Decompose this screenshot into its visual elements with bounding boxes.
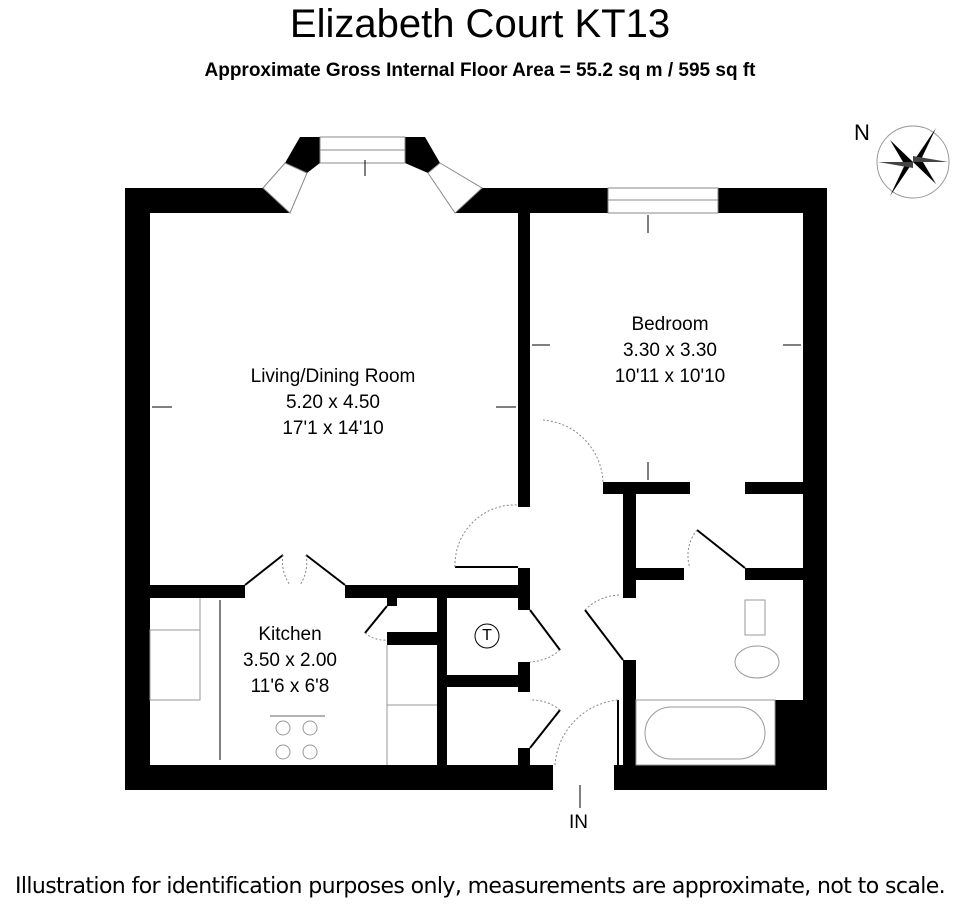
room-imperial: 17'1 x 14'10 bbox=[282, 418, 384, 439]
floor-area: Approximate Gross Internal Floor Area = … bbox=[204, 60, 756, 81]
door-swings bbox=[282, 419, 698, 766]
doors bbox=[244, 529, 746, 765]
compass-north-label: N bbox=[854, 120, 870, 145]
room-name: Living/Dining Room bbox=[250, 366, 416, 387]
dimension-arrows bbox=[152, 160, 801, 808]
fixtures bbox=[149, 598, 780, 766]
basin-icon bbox=[744, 599, 766, 636]
room-name: Kitchen bbox=[258, 624, 322, 645]
room-name: Bedroom bbox=[631, 314, 709, 335]
room-imperial: 10'11 x 10'10 bbox=[614, 366, 726, 387]
windows bbox=[262, 136, 719, 214]
room-living-dining: Living/Dining Room 5.20 x 4.50 17'1 x 14… bbox=[213, 364, 453, 442]
walls bbox=[125, 137, 827, 790]
room-metric: 3.30 x 3.30 bbox=[622, 340, 718, 361]
disclaimer: Illustration for identification purposes… bbox=[14, 874, 946, 899]
room-metric: 5.20 x 4.50 bbox=[285, 392, 381, 413]
room-bedroom: Bedroom 3.30 x 3.30 10'11 x 10'10 bbox=[570, 312, 770, 390]
plan-title: Elizabeth Court KT13 bbox=[289, 2, 671, 46]
cupboard-circle bbox=[474, 623, 500, 649]
bath-icon bbox=[644, 706, 766, 760]
room-metric: 3.50 x 2.00 bbox=[242, 650, 338, 671]
room-kitchen: Kitchen 3.50 x 2.00 11'6 x 6'8 bbox=[210, 622, 370, 700]
sink-icon bbox=[149, 629, 201, 701]
cupboard-label: T bbox=[482, 627, 492, 644]
compass-icon bbox=[876, 125, 950, 199]
hob-icon bbox=[275, 720, 318, 760]
entrance-label: IN bbox=[569, 812, 588, 833]
toilet-icon bbox=[734, 645, 780, 679]
room-imperial: 11'6 x 6'8 bbox=[250, 676, 330, 697]
